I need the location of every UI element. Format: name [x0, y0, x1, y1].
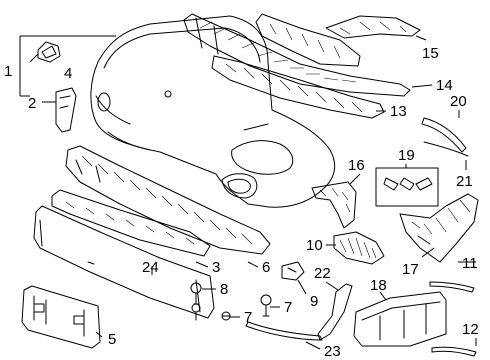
leader-18 — [379, 291, 387, 301]
callout-7a: 7 — [244, 309, 252, 326]
leader-9 — [297, 279, 307, 295]
callout-13: 13 — [390, 103, 407, 120]
screw-8b — [191, 303, 201, 321]
leader-5 — [95, 331, 103, 338]
callout-21: 21 — [456, 173, 473, 190]
callout-24: 24 — [142, 259, 159, 276]
strip-12 — [431, 346, 477, 357]
lower-reinforcement-6 — [65, 145, 271, 255]
callout-4: 4 — [64, 65, 72, 82]
clip-9 — [281, 261, 305, 281]
callout-labels: 1 2 3 4 5 6 7 7 8 9 10 11 12 13 14 15 16… — [4, 45, 479, 360]
fastener-7a — [221, 311, 231, 321]
upper-reinforcement-14 — [183, 13, 411, 97]
leader-17 — [421, 247, 435, 258]
callout-9: 9 — [310, 293, 318, 310]
bracket-16 — [311, 181, 357, 229]
fastener-7b — [260, 294, 272, 317]
side-bracket-21 — [423, 141, 469, 157]
upper-reinforcement-13 — [211, 55, 385, 119]
lower-spoiler-24 — [33, 205, 215, 319]
callout-bracket-1 — [19, 35, 116, 97]
chrome-strip-23 — [245, 321, 323, 341]
upper-bracket-15 — [255, 13, 421, 67]
fog-grille-10 — [333, 231, 385, 265]
callout-5: 5 — [108, 331, 116, 348]
callout-22: 22 — [314, 265, 331, 282]
callout-3: 3 — [212, 259, 220, 276]
bumper-cover — [90, 15, 336, 208]
callout-14: 14 — [436, 77, 453, 94]
callout-20: 20 — [450, 93, 467, 110]
trim-strip-20 — [421, 117, 467, 153]
callout-8: 8 — [220, 281, 228, 298]
callout-2: 2 — [28, 95, 36, 112]
side-bracket-left — [55, 87, 77, 133]
leader-6 — [247, 261, 259, 268]
side-trim-22 — [317, 283, 353, 341]
lower-bracket-18 — [353, 291, 447, 347]
leader-14 — [411, 84, 433, 88]
callout-7b: 7 — [284, 299, 292, 316]
corner-bracket-17 — [399, 193, 479, 263]
leader-15 — [415, 35, 427, 41]
leader-16 — [349, 173, 361, 185]
leader-lines — [29, 35, 477, 350]
callout-18: 18 — [370, 277, 387, 294]
parts-box-19 — [375, 167, 439, 207]
callout-1: 1 — [4, 63, 12, 80]
lower-strip-3 — [51, 189, 211, 257]
callout-23: 23 — [324, 343, 341, 360]
license-bracket-5 — [21, 285, 101, 349]
strip-11 — [429, 281, 475, 293]
callout-15: 15 — [422, 45, 439, 62]
leader-22 — [325, 281, 339, 291]
emblem — [37, 41, 61, 63]
callout-11: 11 — [462, 255, 478, 272]
leader-23 — [305, 341, 321, 350]
callout-17: 17 — [402, 261, 419, 278]
callout-19: 19 — [398, 147, 415, 164]
callout-12: 12 — [462, 321, 479, 338]
callout-16: 16 — [348, 157, 365, 174]
screw-8 — [190, 282, 202, 305]
callout-10: 10 — [306, 237, 323, 254]
callout-6: 6 — [262, 259, 270, 276]
leader-3 — [195, 261, 209, 268]
leader-4 — [29, 53, 39, 63]
